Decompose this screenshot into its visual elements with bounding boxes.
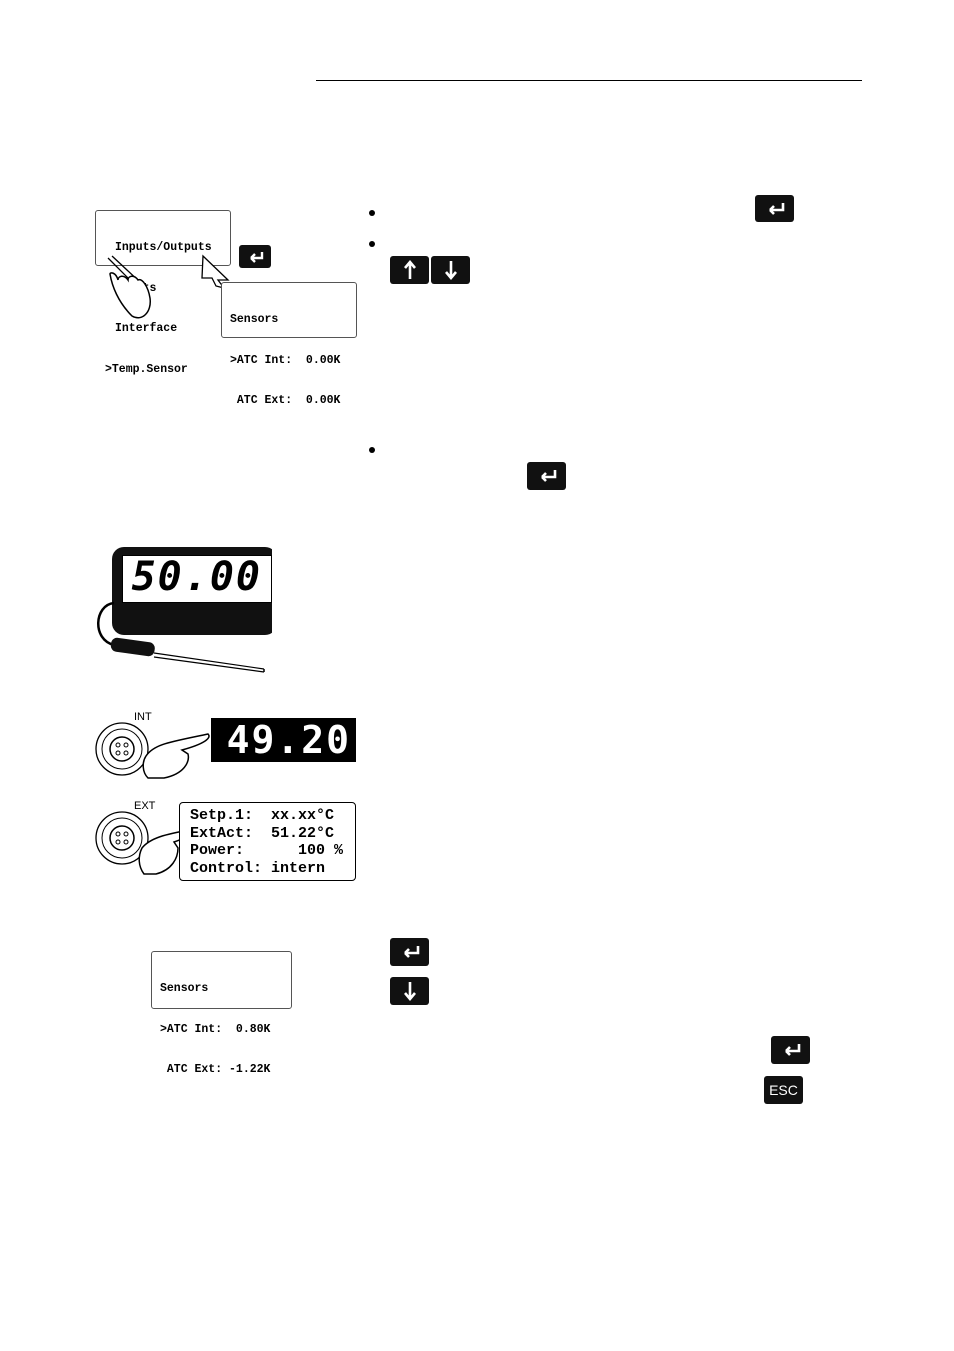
pointing-hand-icon xyxy=(107,254,230,319)
sensors-lcd-before: Sensors >ATC Int: 0.00K ATC Ext: 0.00K xyxy=(221,282,357,407)
enter-key-icon xyxy=(771,1036,810,1064)
bullet xyxy=(369,210,375,216)
enter-key-icon xyxy=(755,195,794,222)
sensors-lcd-after: Sensors >ATC Int: 0.80K ATC Ext: -1.22K xyxy=(151,951,292,1076)
menu-line: >Temp.Sensor xyxy=(105,362,188,376)
menu-lcd: Inputs/Outputs Limits Interface >Temp.Se… xyxy=(95,210,231,376)
int-label: INT xyxy=(134,711,152,723)
ext-line: Control: intern xyxy=(190,859,326,877)
ext-connector-icon xyxy=(95,811,192,875)
sensors-line: ATC Ext: -1.22K xyxy=(160,1063,271,1076)
enter-key-icon xyxy=(390,938,429,966)
ext-line: ExtAct: 51.22°C xyxy=(190,824,335,842)
sensors-line: >ATC Int: 0.80K xyxy=(160,1022,271,1036)
sensors-line: Sensors xyxy=(230,313,279,326)
ext-lcd: Setp.1: xx.xx°C ExtAct: 51.22°C Power: 1… xyxy=(179,802,356,881)
menu-line: Interface xyxy=(115,322,178,335)
int-connector-icon xyxy=(95,722,210,779)
esc-key-icon: ESC xyxy=(764,1076,803,1104)
thermometer-reading: 50.00 xyxy=(131,554,262,600)
enter-key-icon xyxy=(527,462,566,490)
bullet xyxy=(369,447,375,453)
bullet xyxy=(369,241,375,247)
enter-key-icon xyxy=(239,245,271,268)
up-arrow-key-icon xyxy=(390,256,429,284)
sensors-line: Sensors xyxy=(160,982,209,995)
ext-label: EXT xyxy=(134,800,156,812)
thermometer-screen xyxy=(122,555,272,603)
int-reading: 49.20 xyxy=(226,718,351,762)
int-display xyxy=(211,718,356,762)
menu-line: Inputs/Outputs xyxy=(115,241,212,254)
header-rule xyxy=(316,80,862,81)
sensors-line: >ATC Int: 0.00K xyxy=(230,353,341,367)
sensors-line: ATC Ext: 0.00K xyxy=(230,394,341,407)
down-arrow-key-icon xyxy=(390,977,429,1005)
ext-line: Power: 100 % xyxy=(190,842,344,859)
down-arrow-key-icon xyxy=(431,256,470,284)
ext-line: Setp.1: xx.xx°C xyxy=(190,807,335,824)
